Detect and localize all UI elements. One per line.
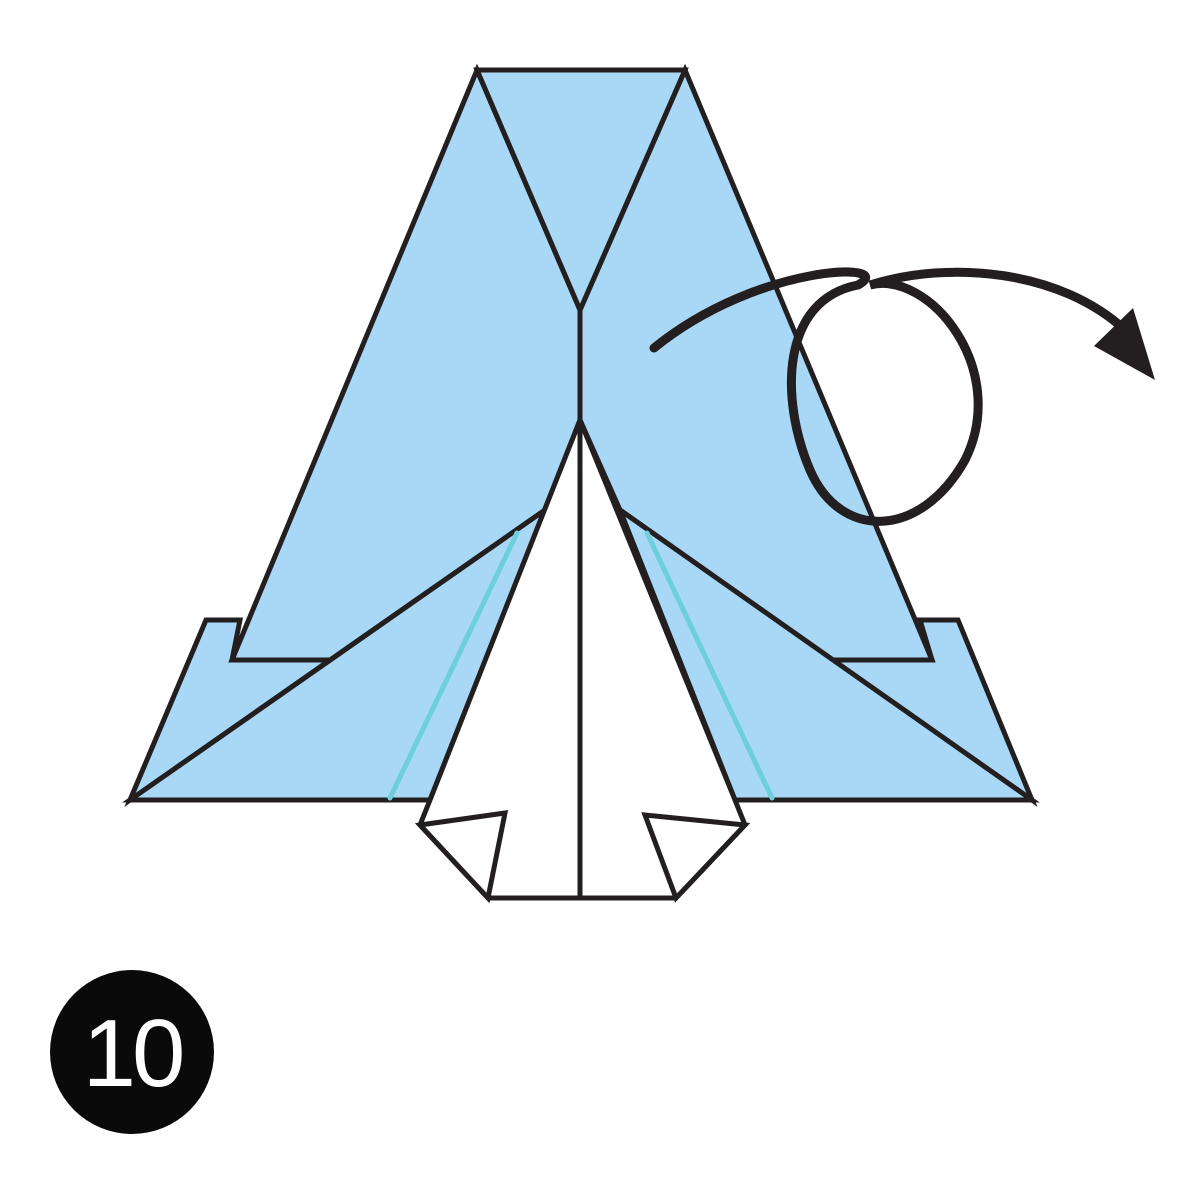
right-crease-line bbox=[644, 530, 775, 801]
left-crease-line bbox=[387, 530, 520, 801]
right-small-tab bbox=[641, 812, 751, 903]
step-number-badge: 10 bbox=[50, 970, 214, 1134]
step-badge-circle bbox=[50, 970, 214, 1134]
left-small-tab bbox=[414, 810, 509, 904]
turn-over-arrow-curve bbox=[649, 267, 1130, 526]
folded-paper-model bbox=[122, 63, 1040, 904]
turn-over-arrow-head bbox=[1094, 308, 1155, 380]
top-center-panel bbox=[473, 67, 689, 317]
turn-over-arrow-icon bbox=[649, 267, 1155, 526]
step-number: 10 bbox=[83, 1000, 182, 1107]
